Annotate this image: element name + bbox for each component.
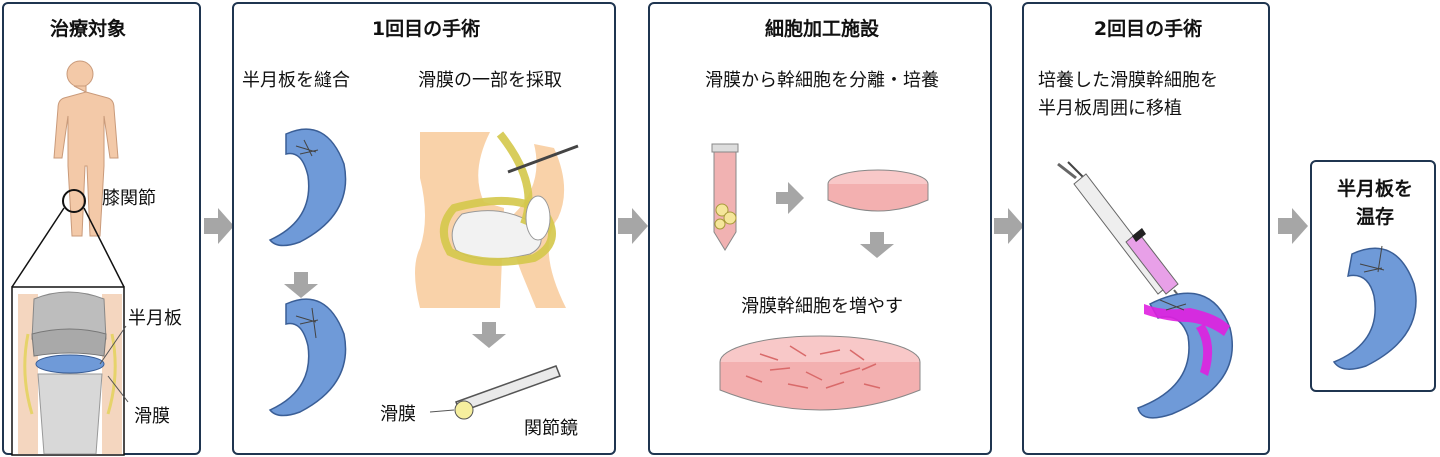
transplant-illustration <box>1057 161 1234 419</box>
label-arthroscope: 関節鏡 <box>524 418 578 439</box>
panel-preserve-meniscus: 半月板を 温存 <box>1310 160 1436 392</box>
flow-arrow-icon <box>994 208 1024 244</box>
panel-title-line1: 半月板を <box>1336 178 1414 200</box>
flow-arrow-icon <box>204 208 234 244</box>
panel-first-surgery: 1回目の手術 半月板を縫合 滑膜の一部を採取 滑膜 <box>232 2 616 455</box>
preserved-meniscus-illustration <box>1332 245 1417 370</box>
panel-second-surgery: 2回目の手術 培養した滑膜幹細胞を 半月板周囲に移植 <box>1022 2 1270 455</box>
heading-harvest-synovium: 滑膜の一部を採取 <box>418 70 562 91</box>
panel-title: 2回目の手術 <box>1093 18 1203 40</box>
knee-joint-illustration <box>18 291 122 455</box>
panel-title: 治療対象 <box>50 18 127 40</box>
arthroscope <box>429 365 561 420</box>
panel-title: 細胞加工施設 <box>764 18 880 40</box>
knee-side-view <box>415 131 579 308</box>
meniscus-illustrations <box>268 128 579 420</box>
culture-illustrations <box>711 143 929 411</box>
label-meniscus: 半月板 <box>128 308 182 329</box>
panel-treatment-target: 治療対象 膝関節 半月板 滑膜 <box>2 2 201 456</box>
heading-suture-meniscus: 半月板を縫合 <box>242 70 350 91</box>
centrifuge-tube <box>711 143 739 251</box>
large-culture-dish <box>719 335 921 411</box>
heading-isolate-culture: 滑膜から幹細胞を分離・培養 <box>705 70 939 91</box>
panel-title-line2: 温存 <box>1355 206 1395 228</box>
small-culture-dish <box>827 169 929 212</box>
label-synovium: 滑膜 <box>134 406 170 427</box>
flow-arrow-icon <box>1278 208 1308 244</box>
heading-expand-stem-cells: 滑膜幹細胞を増やす <box>741 296 903 317</box>
panel-title: 1回目の手術 <box>371 18 481 40</box>
panel-cell-processing-facility: 細胞加工施設 滑膜から幹細胞を分離・培養 滑膜幹細胞を増やす <box>648 2 992 455</box>
syringe <box>1057 161 1191 311</box>
heading-transplant-line1: 培養した滑膜幹細胞を <box>1038 70 1218 91</box>
human-body-figure <box>11 60 129 456</box>
label-knee-joint: 膝関節 <box>102 188 156 209</box>
meniscus-graft <box>1137 292 1234 419</box>
knee-highlight-circle <box>62 189 86 213</box>
heading-transplant-line2: 半月板周囲に移植 <box>1038 98 1182 119</box>
label-synovium-sample: 滑膜 <box>380 404 416 425</box>
flow-arrow-icon <box>618 208 648 244</box>
